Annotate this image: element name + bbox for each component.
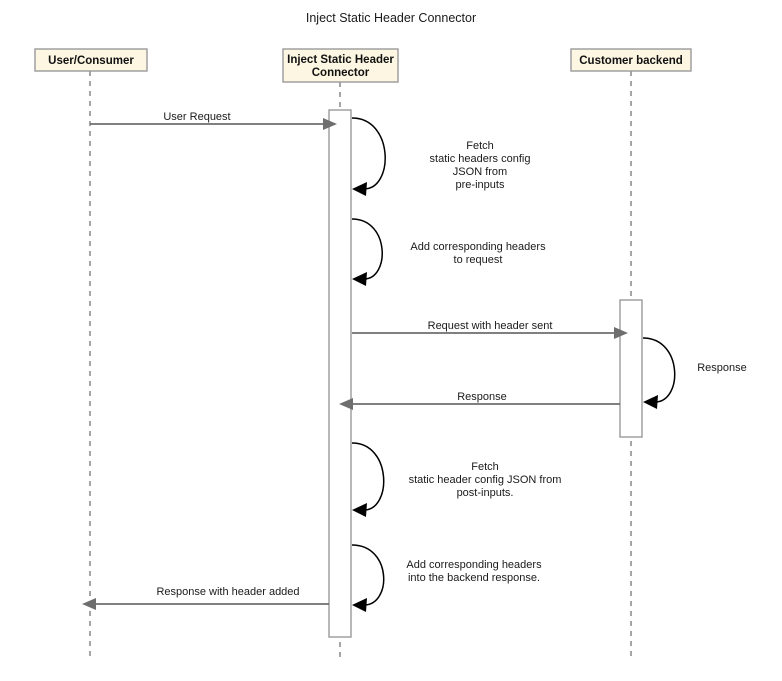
selfloop-arc-add-headers-request: [351, 218, 383, 280]
message-backend-response-self: Response: [642, 337, 747, 409]
selfloop-arrowhead-add-headers-request: [352, 272, 367, 286]
message-arrowhead-user-request: [323, 118, 337, 130]
message-request-with-header-sent: Request with header sent: [352, 320, 628, 339]
message-label-backend-response: Response: [457, 391, 507, 403]
participant-label-user: User/Consumer: [48, 55, 134, 67]
selfloop-arc-backend-response-self: [642, 337, 676, 403]
message-label-user-request: User Request: [163, 111, 230, 123]
participant-backend[interactable]: Customer backend: [570, 48, 692, 72]
message-arrowhead-response-with-header-added: [82, 598, 96, 610]
message-label-backend-response-self: Response: [697, 362, 747, 374]
selfloop-arrowhead-add-headers-response: [352, 598, 367, 612]
selfloop-arrowhead-fetch-pre-inputs: [352, 182, 367, 196]
participant-box-connector[interactable]: [282, 48, 399, 83]
selfloop-arrowhead-fetch-post-inputs: [352, 503, 367, 517]
diagram-title: Inject Static Header Connector: [306, 11, 476, 25]
message-response-with-header-added: Response with header added: [82, 586, 329, 610]
message-label-request-with-header-sent: Request with header sent: [428, 320, 553, 332]
participant-user[interactable]: User/Consumer: [34, 48, 148, 72]
activation-box-connector: [328, 109, 352, 638]
selfloop-arc-fetch-pre-inputs: [351, 117, 386, 190]
participant-label-backend: Customer backend: [579, 55, 683, 67]
selfloop-arc-add-headers-response: [351, 544, 385, 606]
message-arrowhead-request-with-header-sent: [614, 327, 628, 339]
participant-box-user[interactable]: [34, 48, 148, 72]
selfloop-arrowhead-backend-response-self: [643, 395, 658, 409]
message-label-response-with-header-added: Response with header added: [156, 586, 299, 598]
activation-box-backend: [619, 299, 643, 438]
activations-layer: [328, 109, 643, 638]
selfloop-arc-fetch-post-inputs: [351, 442, 385, 511]
message-arrowhead-backend-response: [339, 398, 353, 410]
participant-box-backend[interactable]: [570, 48, 692, 72]
message-backend-response: Response: [339, 391, 620, 410]
message-user-request: User Request: [90, 111, 337, 130]
